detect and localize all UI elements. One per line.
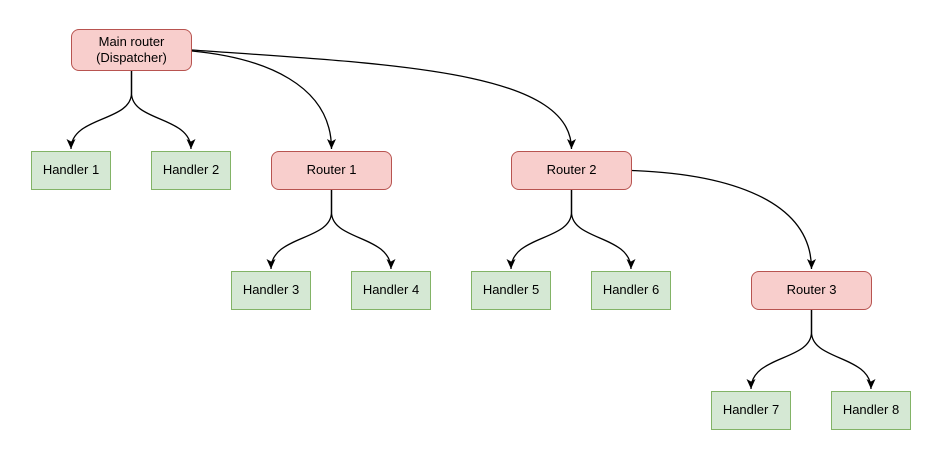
node-handler-4: Handler 4 [351, 271, 431, 310]
node-handler-1: Handler 1 [31, 151, 111, 190]
node-router-2: Router 2 [511, 151, 632, 190]
node-router-1: Router 1 [271, 151, 392, 190]
node-handler-3: Handler 3 [231, 271, 311, 310]
node-router-3: Router 3 [751, 271, 872, 310]
node-handler-5: Handler 5 [471, 271, 551, 310]
edge-router-2-to-router-3 [631, 169, 816, 270]
edge-router-3-to-handler-8 [810, 310, 876, 390]
node-handler-6: Handler 6 [591, 271, 671, 310]
edge-router-3-to-handler-7 [746, 310, 813, 390]
edge-main-router-to-handler-1 [66, 71, 133, 150]
edge-router-1-to-handler-3 [266, 190, 333, 270]
node-handler-8: Handler 8 [831, 391, 911, 430]
edge-main-router-to-router-1 [191, 50, 336, 150]
node-main-router: Main router (Dispatcher) [71, 29, 192, 71]
node-handler-7: Handler 7 [711, 391, 791, 430]
node-handler-2: Handler 2 [151, 151, 231, 190]
edge-main-router-to-handler-2 [130, 71, 196, 150]
edge-router-2-to-handler-5 [506, 190, 573, 270]
edge-router-1-to-handler-4 [330, 190, 396, 270]
edge-router-2-to-handler-6 [570, 190, 636, 270]
edge-main-router-to-router-2 [191, 49, 576, 150]
